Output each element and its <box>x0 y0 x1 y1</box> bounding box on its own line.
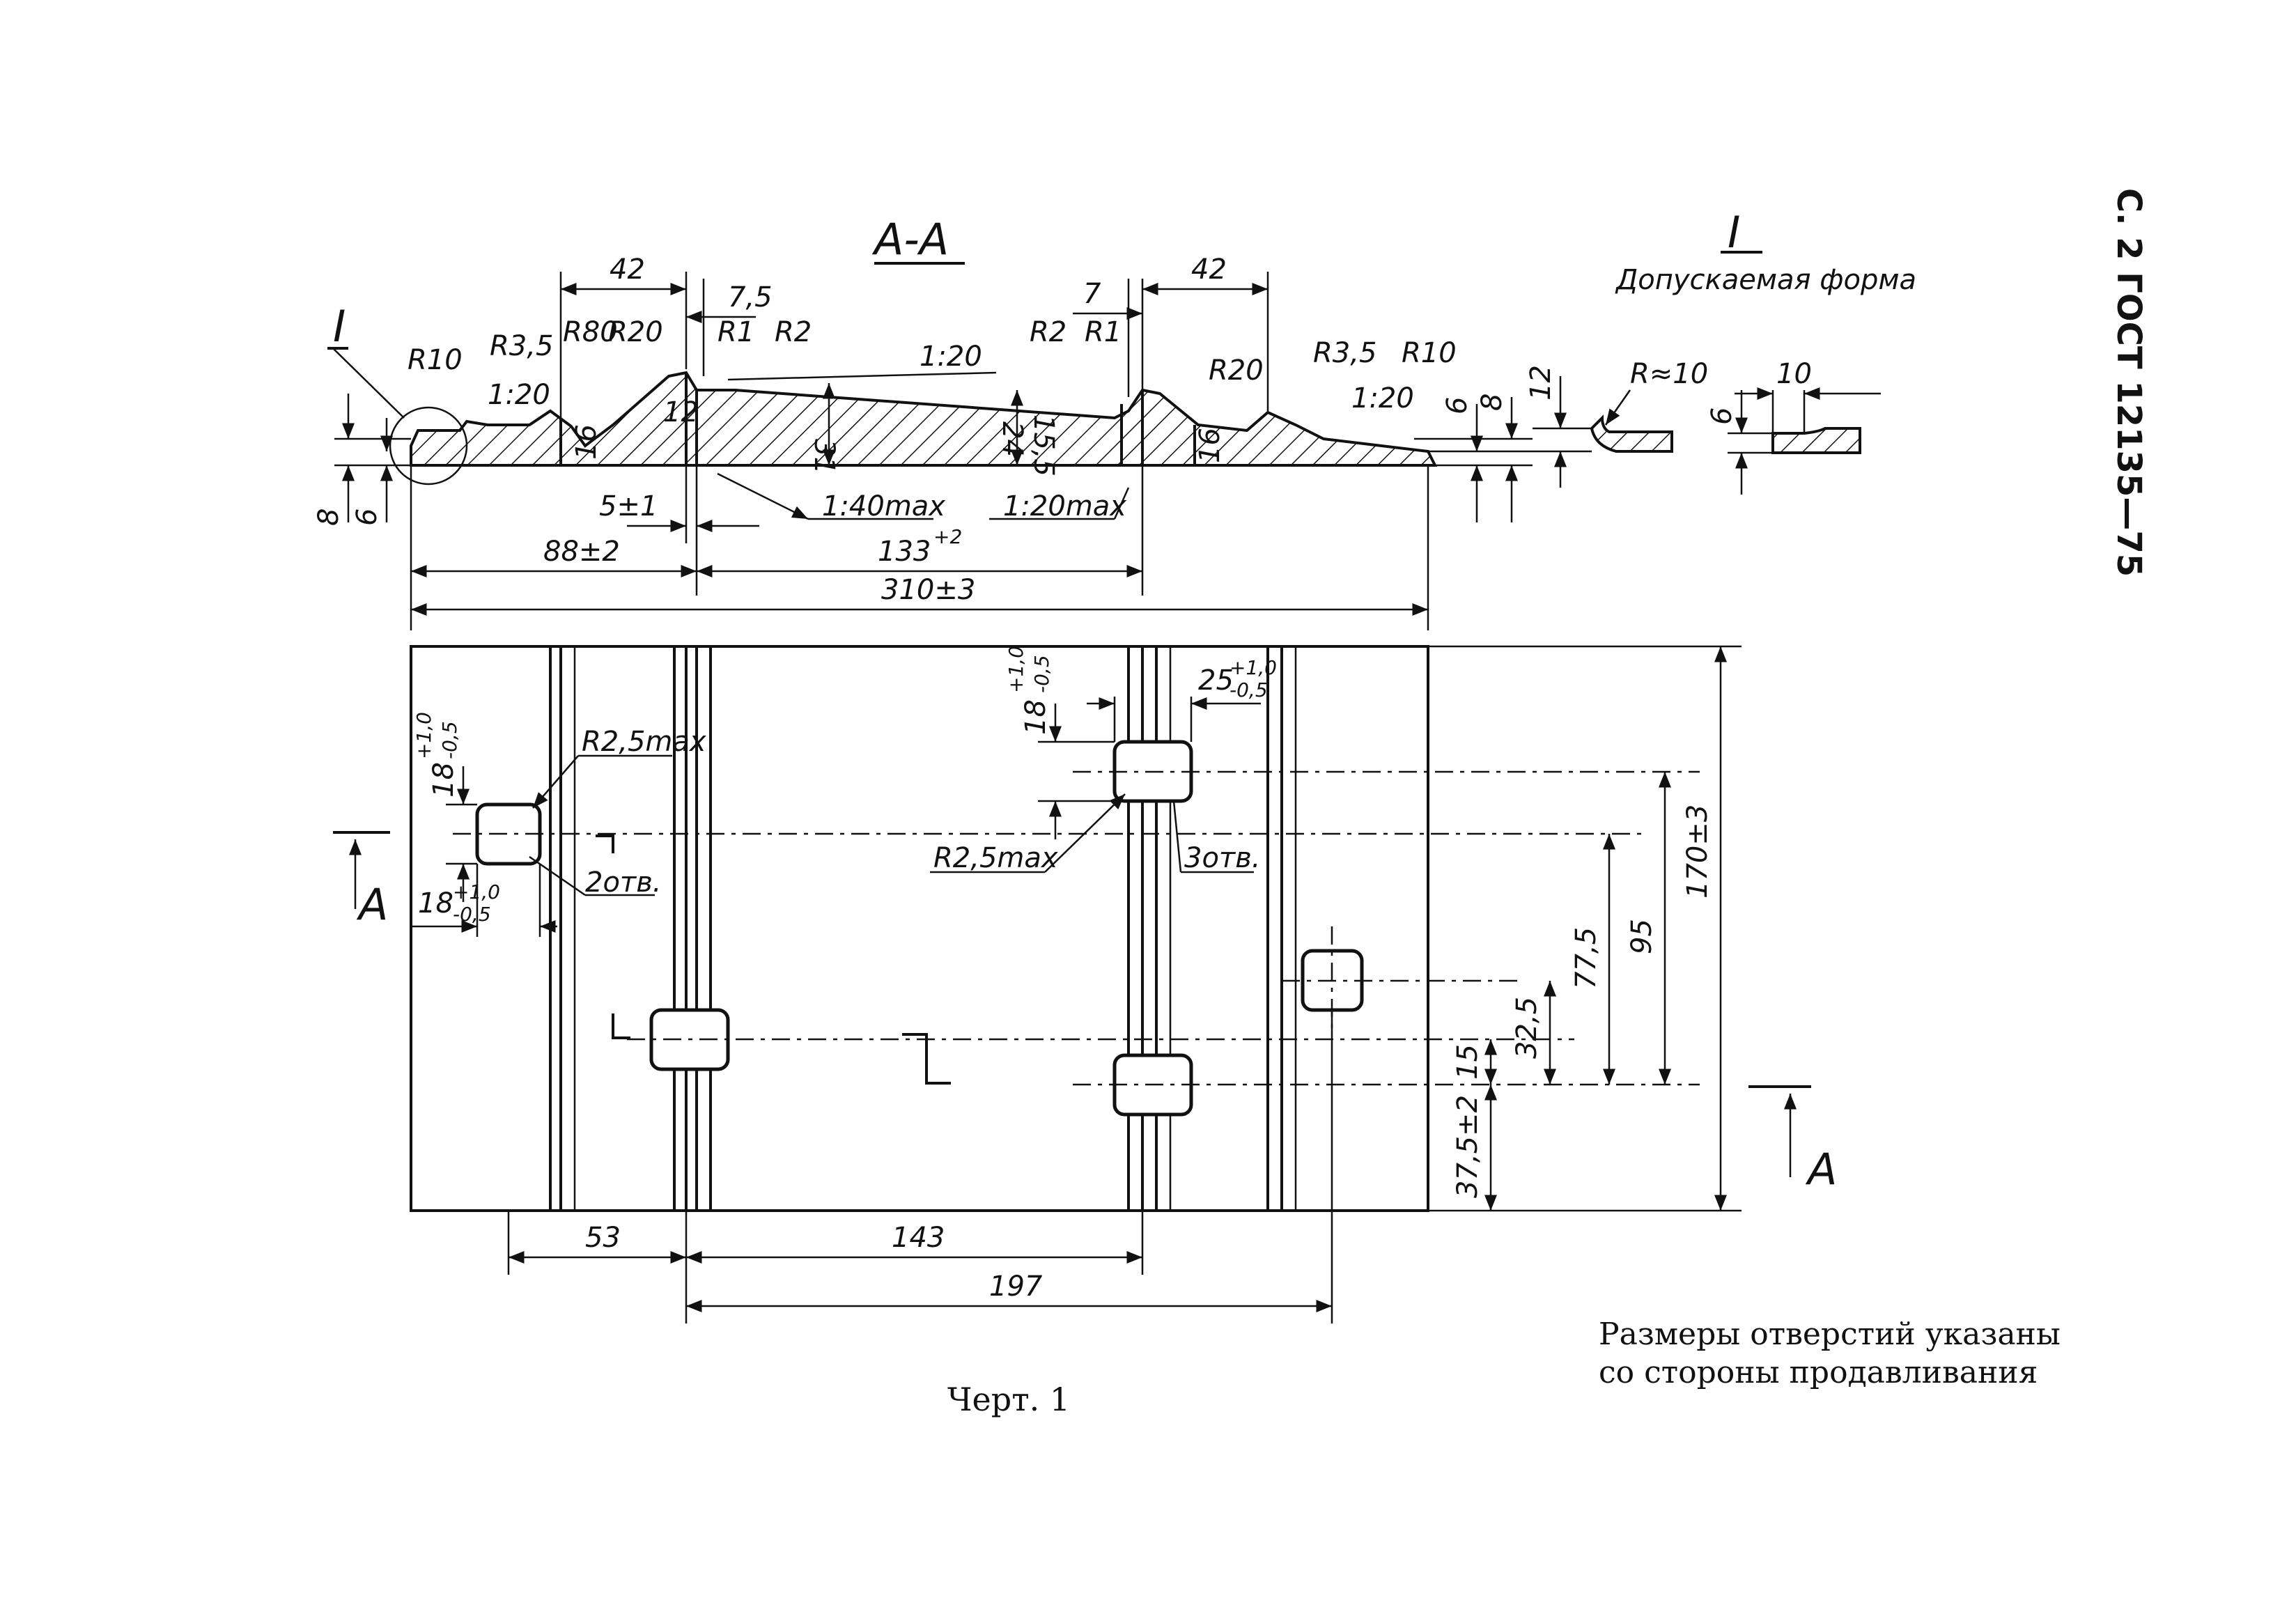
dim-42-left: 42 <box>610 254 645 286</box>
slope-left: 1:20 <box>488 379 550 411</box>
radius-r2-left: R2 <box>775 316 812 348</box>
section-title: А-А <box>871 214 949 265</box>
radius-r80: R80 <box>563 316 618 348</box>
height-8-left: 8 <box>313 508 345 526</box>
hole-left-width-tol-plus: +1,0 <box>453 880 500 903</box>
detail-height-12: 12 <box>1525 365 1557 401</box>
page-header: С. 2 ГОСТ 12135—75 <box>2109 188 2148 577</box>
detail-r10: R≈10 <box>1630 358 1708 390</box>
dim-42-right: 42 <box>1191 254 1227 286</box>
note-line-1: Размеры отверстий указаны <box>1599 1317 2061 1352</box>
hole-right-width-tol-minus: -0,5 <box>1230 678 1268 701</box>
radius-r1-right: R1 <box>1085 316 1122 348</box>
figure-caption: Черт. 1 <box>947 1381 1070 1418</box>
radius-r20-right: R20 <box>1209 355 1264 387</box>
hole-right-width: 25 <box>1198 665 1234 697</box>
dim-7: 7 <box>1083 278 1101 310</box>
dim-5: 5±1 <box>599 490 658 522</box>
dim-88: 88±2 <box>543 536 620 568</box>
detail-width-10: 10 <box>1776 358 1812 390</box>
hole-right-height: 18 <box>1020 699 1052 735</box>
dim-310: 310±3 <box>881 574 975 606</box>
height-31: 31 <box>808 439 840 474</box>
dim-7-5: 7,5 <box>728 281 773 313</box>
hole-left-height: 18 <box>428 762 460 798</box>
detail-marker: I <box>333 301 346 352</box>
dim-32-5: 32,5 <box>1511 997 1543 1059</box>
radius-r10-right: R10 <box>1402 337 1457 369</box>
detail-title: I <box>1728 207 1740 258</box>
hole-left-width: 18 <box>418 887 453 919</box>
dim-133-tol: +2 <box>933 525 962 548</box>
dim-95: 95 <box>1626 919 1658 954</box>
section-mark-right: A <box>1805 1144 1837 1195</box>
slope-right: 1:20 <box>1351 382 1414 414</box>
height-6-left: 6 <box>351 508 383 526</box>
dim-15: 15 <box>1452 1044 1484 1080</box>
hole-right-height-tol-minus: -0,5 <box>1030 655 1053 693</box>
height-15-5: 15,5 <box>1027 414 1060 476</box>
dim-143: 143 <box>892 1222 945 1254</box>
height-12: 12 <box>663 396 699 428</box>
dim-37-5: 37,5±2 <box>1452 1095 1484 1198</box>
height-16-right: 16 <box>1194 428 1226 463</box>
height-6-right: 6 <box>1441 397 1473 414</box>
hole-right-height-tol-plus: +1,0 <box>1004 646 1027 693</box>
hole-left-height-tol-plus: +1,0 <box>412 712 435 759</box>
radius-r35-right: R3,5 <box>1313 337 1376 369</box>
slope-140max: 1:40max <box>822 490 945 522</box>
holes-left-count: 2отв. <box>585 867 662 899</box>
radius-r20-left: R20 <box>608 316 663 348</box>
section-profile <box>410 371 1438 467</box>
hole-left-width-tol-minus: -0,5 <box>453 903 491 926</box>
hole-left-height-tol-minus: -0,5 <box>438 721 461 759</box>
section-mark-left: A <box>356 879 388 930</box>
detail-subtitle: Допускаемая форма <box>1615 264 1916 296</box>
height-24: 24 <box>996 421 1028 457</box>
radius-r25-right: R2,5max <box>933 842 1058 874</box>
note-line-2: со стороны продавливания <box>1599 1355 2038 1390</box>
radius-r2-right: R2 <box>1030 316 1066 348</box>
plate-outline <box>410 645 1429 1212</box>
slope-top: 1:20 <box>920 341 982 373</box>
radius-r35-left: R3,5 <box>490 330 553 362</box>
radius-r25-left: R2,5max <box>582 726 706 758</box>
dim-133: 133 <box>878 536 931 568</box>
detail-view: I Допускаемая форма R≈10 12 10 6 <box>1525 207 1916 495</box>
height-8-right: 8 <box>1476 394 1508 411</box>
dim-53: 53 <box>585 1222 621 1254</box>
holes-right-count: 3отв. <box>1184 842 1261 874</box>
dim-77-5: 77,5 <box>1570 927 1602 989</box>
plan-view: A A 18 +1,0 -0,5 18 +1,0 -0,5 R2,5max 2о… <box>333 645 1837 1323</box>
hole-right-width-tol-plus: +1,0 <box>1230 656 1277 679</box>
detail-height-6: 6 <box>1706 407 1738 425</box>
section-view: А-А I R10 R3,5 R80 R20 R1 R2 R2 R1 R20 R… <box>313 214 1533 630</box>
dim-170: 170±3 <box>1682 805 1714 899</box>
dim-197: 197 <box>989 1271 1043 1303</box>
radius-r10-left: R10 <box>408 344 463 376</box>
slope-120max: 1:20max <box>1003 490 1126 522</box>
radius-r1-left: R1 <box>718 316 754 348</box>
height-16-left: 16 <box>571 424 603 460</box>
